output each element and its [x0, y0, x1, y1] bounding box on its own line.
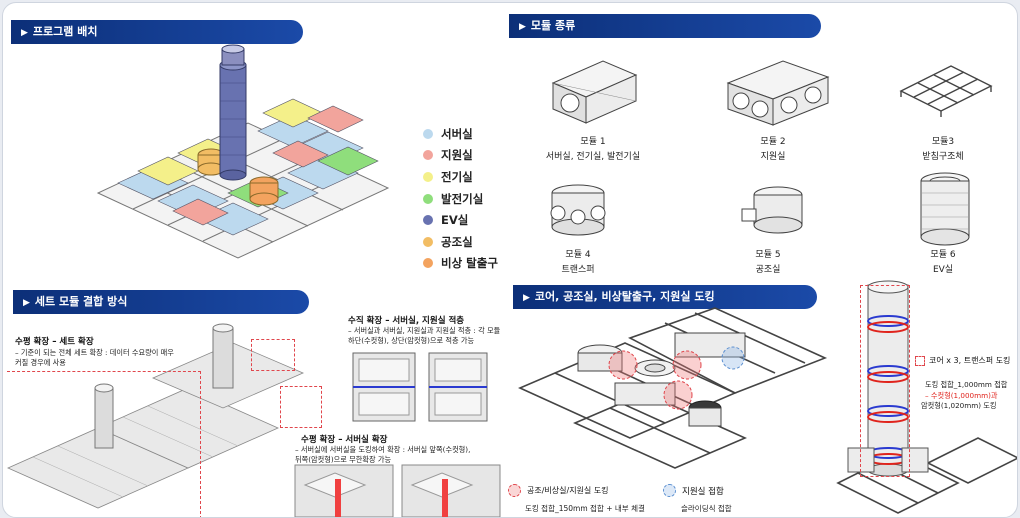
- core-label-text: 코어 x 3, 트랜스퍼 도킹: [929, 356, 1011, 365]
- horizontal-server-desc: – 서버실에 서버실을 도킹하여 확장 : 서버실 앞쪽(수컷형),뒤쪽(암컷형…: [295, 445, 470, 465]
- section-header-program-layout: ▶ 프로그램 배치: [11, 20, 303, 44]
- male-type-text: – 수컷형(1,000mm)과: [925, 391, 998, 400]
- dashed-box-icon: [915, 355, 925, 366]
- play-marker-icon: ▶: [523, 293, 530, 303]
- horizontal-server-title: 수평 확장 – 서버실 확장: [301, 435, 388, 445]
- blue-circle-icon: [663, 484, 676, 497]
- desc-line: – 서버실에 서버실을 도킹하여 확장 : 서버실 앞쪽(수컷형),: [295, 445, 471, 454]
- legend-item: 지원실: [423, 145, 498, 167]
- module-name: 모듈 4: [565, 250, 591, 260]
- play-marker-icon: ▶: [23, 298, 30, 308]
- module-5-caption: 모듈 5 공조실: [713, 248, 823, 278]
- legend-dot-icon: [423, 150, 433, 161]
- module-4-caption: 모듈 4 트랜스퍼: [523, 248, 633, 278]
- program-layout-illustration: [96, 44, 390, 259]
- legend-item: 서버실: [423, 123, 498, 145]
- legend-dot-icon: [423, 215, 433, 226]
- docking-legend-blue: 지원실 접합: [663, 484, 724, 497]
- play-marker-icon: ▶: [21, 28, 28, 38]
- female-type-text: 암컷형(1,020mm) 도킹: [921, 401, 997, 410]
- legend-dot-icon: [423, 258, 433, 269]
- legend-item: 비상 탈출구: [423, 253, 498, 275]
- module-6-illustration: [920, 172, 970, 246]
- legend-item: 공조실: [423, 231, 498, 253]
- legend-item: 발전기실: [423, 188, 498, 210]
- desc-line: 하단(수컷형), 상단(암컷형)으로 적층 가능: [348, 336, 475, 345]
- module-name: 모듈 6: [930, 250, 956, 260]
- legend-dot-icon: [423, 128, 433, 139]
- module-3-caption: 모듈3 받침구조체: [888, 135, 998, 165]
- set-highlight-box: [7, 371, 201, 517]
- server-highlight-box: [251, 339, 295, 371]
- legend-item: 전기실: [423, 166, 498, 188]
- vertical-stack-illustration: [352, 352, 488, 422]
- vertical-ext-title: 수직 확장 – 서버실, 지원실 적층: [348, 316, 465, 326]
- legend-text: 공조/비상실/지원실 도킹: [527, 486, 609, 495]
- legend-dot-icon: [423, 171, 433, 182]
- horizontal-dock-illustration: [294, 464, 501, 517]
- module-5-illustration: [741, 186, 803, 234]
- section-header-module-types: ▶ 모듈 종류: [509, 14, 821, 38]
- section-title: 모듈 종류: [530, 19, 576, 32]
- legend-text: 지원실 접합: [682, 486, 724, 497]
- module-desc: 트랜스퍼: [561, 265, 595, 275]
- docking-legend-pink: 공조/비상실/지원실 도킹: [508, 484, 609, 497]
- module-6-caption: 모듈 6 EV실: [888, 248, 998, 278]
- set-combination-illustration: [7, 323, 305, 509]
- core-label: 코어 x 3, 트랜스퍼 도킹: [915, 355, 1010, 366]
- docking-bottom-right: 슬라이딩식 접합: [681, 504, 732, 513]
- section-title: 프로그램 배치: [32, 25, 98, 38]
- docking-join-text: 도킹 접합_1,000mm 접합: [925, 380, 1008, 389]
- legend-label: EV실: [441, 213, 469, 228]
- module-name: 모듈 1: [580, 137, 606, 147]
- module-name: 모듈3: [931, 137, 955, 147]
- module-name: 모듈 5: [755, 250, 781, 260]
- section-title: 코어, 공조실, 비상탈출구, 지원실 도킹: [534, 290, 715, 303]
- legend-dot-icon: [423, 193, 433, 204]
- core-highlight-box: [860, 285, 910, 477]
- server-highlight-box: [280, 386, 322, 428]
- pink-circle-icon: [508, 484, 521, 497]
- module-desc: 공조실: [755, 265, 781, 275]
- section-header-docking: ▶ 코어, 공조실, 비상탈출구, 지원실 도킹: [513, 285, 817, 309]
- horizontal-set-title: 수평 확장 – 세트 확장: [15, 337, 94, 347]
- legend-dot-icon: [423, 236, 433, 247]
- module-name: 모듈 2: [760, 137, 786, 147]
- module-desc: 받침구조체: [922, 152, 964, 162]
- legend-label: 발전기실: [441, 191, 484, 206]
- legend-item: EV실: [423, 209, 498, 231]
- core-tower-illustration: [836, 280, 1017, 514]
- docking-illustration: [518, 307, 828, 469]
- module-4-illustration: [550, 184, 606, 236]
- legend-label: 서버실: [441, 126, 473, 141]
- module-3-illustration: [899, 65, 993, 117]
- desc-line: – 서버실과 서버실, 지원실과 지원실 적층 : 각 모듈: [348, 326, 501, 335]
- legend-label: 지원실: [441, 148, 473, 163]
- section-header-set-combination: ▶ 세트 모듈 결합 방식: [13, 290, 309, 314]
- section-title: 세트 모듈 결합 방식: [34, 295, 128, 308]
- desc-line: 커질 경우에 사용: [15, 358, 66, 367]
- legend-label: 전기실: [441, 169, 473, 184]
- module-2-caption: 모듈 2 지원실: [713, 135, 833, 165]
- module-desc: 지원실: [760, 152, 786, 162]
- module-1-illustration: [551, 60, 638, 124]
- desc-line: – 기준이 되는 전체 세트 확장 : 데이터 수요량이 매우: [15, 348, 174, 357]
- play-marker-icon: ▶: [519, 22, 526, 32]
- module-2-illustration: [726, 60, 830, 126]
- docking-bottom-left: 도킹 접합_150mm 접합 + 내부 체결: [525, 504, 645, 513]
- legend-label: 비상 탈출구: [441, 256, 498, 271]
- desc-line: 뒤쪽(암컷형)으로 무한확장 가능: [295, 455, 392, 464]
- legend-label: 공조실: [441, 234, 473, 249]
- module-1-caption: 모듈 1 서버실, 전기실, 발전기실: [523, 135, 663, 165]
- module-desc: 서버실, 전기실, 발전기실: [545, 152, 641, 162]
- module-desc: EV실: [932, 265, 954, 275]
